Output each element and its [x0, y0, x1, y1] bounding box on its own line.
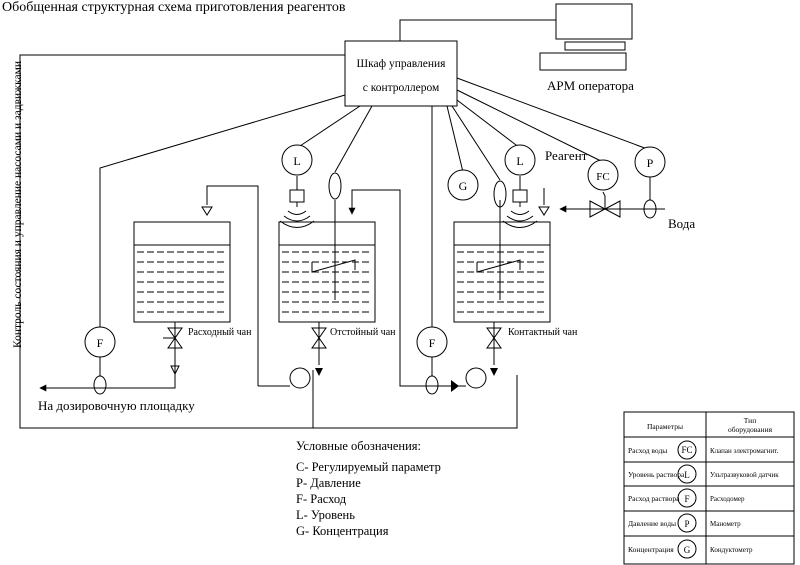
settling-pump: [289, 367, 311, 389]
settling-tank-label: Отстойный чан: [330, 327, 396, 338]
signal-lines: [99, 77, 651, 332]
workstation-label: АРМ оператора: [547, 78, 634, 93]
cabinet-label-1: Шкаф управления: [357, 58, 447, 70]
contact-tank: [453, 200, 551, 323]
legend-item: С- Регулируемый параметр: [296, 460, 441, 474]
table-row-type: Расходомер: [710, 495, 745, 503]
table-row-symbol: G: [684, 545, 691, 555]
supply-valve: [163, 327, 183, 349]
table-row-param: Концентрация: [628, 545, 674, 554]
workstation-icon: [539, 3, 633, 71]
reagent-label: Реагент: [545, 148, 588, 163]
instrument-L-settling: [281, 144, 313, 176]
legend: Условные обозначения: С- Регулируемый па…: [296, 438, 441, 539]
table-row-type: Клапан электромагнит.: [710, 447, 779, 455]
legend-item: G- Концентрация: [296, 524, 389, 538]
settling-tank: [278, 200, 376, 323]
level-sensor-contact: [502, 176, 538, 228]
contact-valve: [486, 327, 502, 349]
output-label: На дозировочную площадку: [38, 398, 195, 413]
table-row-symbol: F: [684, 494, 689, 504]
control-loop-line: [19, 54, 518, 429]
instrument-FC: [587, 159, 619, 191]
link-to-workstation: [399, 19, 556, 41]
water-label: Вода: [668, 216, 695, 231]
transfer-flow-sensor: [425, 375, 439, 395]
table-row-param: Расход раствора: [628, 494, 680, 503]
probe-contact: [493, 180, 507, 208]
contact-tank-label: Контактный чан: [508, 327, 578, 338]
instrument-G-contact: [447, 169, 479, 201]
label-F-dosing: F: [97, 336, 104, 350]
table-row-param: Уровень раствора: [628, 470, 685, 479]
instrument-F-dosing: [84, 326, 116, 358]
transfer-line: [399, 320, 466, 387]
table-row-symbol: L: [684, 470, 690, 480]
cabinet-label-2: с контроллером: [363, 82, 440, 94]
table-row-symbol: FC: [681, 445, 692, 455]
label-P: P: [647, 156, 654, 170]
label-G-contact: G: [459, 179, 468, 193]
legend-title: Условные обозначения:: [296, 439, 422, 453]
legend-item: F- Расход: [296, 492, 347, 506]
table-row-param: Расход воды: [628, 446, 667, 455]
instrument-F-transfer: [416, 326, 448, 358]
dosing-line: [39, 322, 176, 392]
control-cabinet: [344, 40, 458, 107]
probe-settling: [328, 172, 342, 200]
equipment-table: Параметры Тип оборудования Расход воды F…: [623, 411, 795, 565]
supply-inlet: [206, 185, 259, 386]
table-header-type-2: оборудования: [728, 425, 773, 434]
settling-valve: [311, 327, 327, 349]
table-header-param: Параметры: [647, 422, 683, 431]
legend-item: L- Уровень: [296, 508, 355, 522]
supply-tank: [133, 221, 231, 323]
instrument-P: [634, 146, 666, 178]
table-row-type: Манометр: [710, 520, 741, 528]
label-L-settling: L: [293, 154, 300, 168]
label-F-transfer: F: [429, 336, 436, 350]
supply-tank-label: Расходный чан: [188, 327, 252, 338]
table-row-symbol: P: [684, 519, 689, 529]
page-title: Обобщенная структурная схема приготовлен…: [2, 0, 346, 15]
table-row-param: Давление воды: [628, 519, 676, 528]
table-row-type: Кондуктометр: [710, 546, 753, 554]
table-row-type: Ультразвуковой датчик: [710, 471, 779, 479]
label-L-contact: L: [516, 154, 523, 168]
legend-item: Р- Давление: [296, 476, 361, 490]
level-sensor-settling: [279, 176, 315, 228]
table-header-type-1: Тип: [744, 416, 756, 425]
settling-inlet: [348, 189, 401, 320]
dosing-flow-sensor: [93, 375, 107, 395]
water-valve: [589, 175, 651, 218]
label-FC: FC: [596, 171, 609, 183]
instrument-L-contact: [504, 144, 536, 176]
contact-pump: [465, 367, 487, 389]
